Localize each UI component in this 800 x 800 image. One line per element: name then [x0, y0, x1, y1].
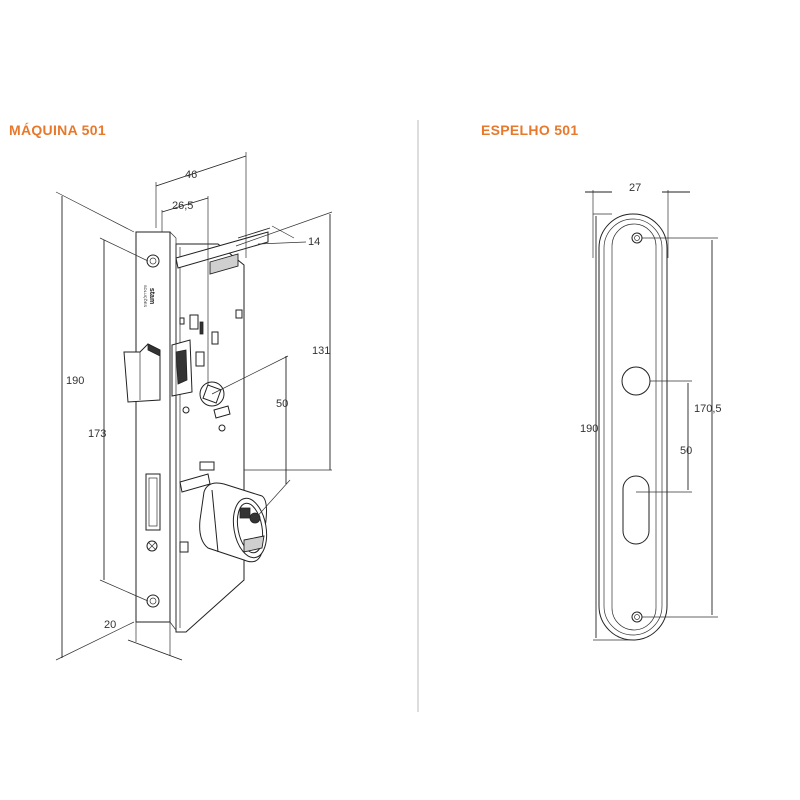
espelho-title: ESPELHO 501 — [481, 122, 579, 138]
screw-hole-bottom — [146, 594, 160, 608]
brand-stamp: stam SOLUÇÕES — [143, 285, 155, 308]
mechanism-slot — [189, 314, 199, 330]
svg-text:SOLUÇÕES: SOLUÇÕES — [143, 285, 148, 308]
maquina-title: MÁQUINA 501 — [9, 122, 106, 138]
espelho-drawing: 27 190 170,5 50 — [580, 182, 722, 641]
key-slot — [622, 475, 650, 545]
dim-plate-height-190: 190 — [580, 423, 598, 435]
faceplate: stam SOLUÇÕES — [123, 231, 177, 631]
dim-thickness-14: 14 — [308, 236, 320, 248]
dim-height-190: 190 — [66, 375, 84, 387]
screw-hole-top — [146, 254, 160, 268]
plate-screw-top — [631, 232, 643, 244]
dim-distance-50: 50 — [276, 398, 288, 410]
dim-backset-26-5: 26,5 — [172, 200, 193, 212]
dim-width-20: 20 — [104, 619, 116, 631]
dim-depth-46: 46 — [185, 169, 197, 181]
plate-screw-bottom — [631, 611, 643, 623]
dim-plate-width-27: 27 — [629, 182, 641, 194]
lock-body — [171, 231, 269, 633]
dim-body-131: 131 — [312, 345, 330, 357]
handle-hole — [621, 366, 651, 396]
dim-screw-173: 173 — [88, 428, 106, 440]
maquina-drawing: stam SOLUÇÕES 190 173 20 46 — [55, 152, 333, 661]
escutcheon-plate — [598, 213, 668, 641]
cylinder — [199, 482, 268, 563]
svg-text:stam: stam — [148, 288, 155, 304]
dim-handle-key-50: 50 — [680, 445, 692, 457]
dim-screw-spacing-170-5: 170,5 — [694, 403, 722, 415]
deadbolt-slot — [145, 473, 161, 531]
